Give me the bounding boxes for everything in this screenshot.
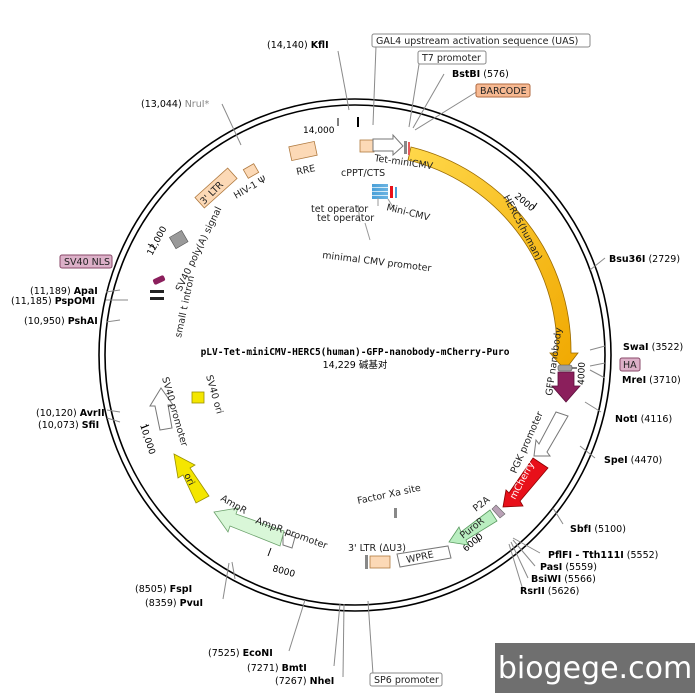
site-bsu36i: Bsu36I (2729) [609, 254, 680, 265]
site-pflfi: PflFI - Tth111I (5552) [548, 550, 658, 561]
label-tet-operator-2: tet operator [317, 213, 374, 224]
hiv1-psi-box [242, 163, 260, 179]
site-apai: (11,189) ApaI [30, 286, 98, 297]
site-noti: NotI (4116) [615, 414, 672, 425]
sp6-mark [365, 555, 368, 569]
site-pspomi: (11,185) PspOMI [11, 296, 95, 307]
label-ori: ori [181, 471, 196, 487]
tet-minicmv-arrow [372, 133, 404, 157]
site-swai: SwaI (3522) [623, 342, 683, 353]
gfp-nanobody-arrow [551, 371, 581, 403]
rre-box [288, 140, 318, 162]
svg-text:SP6 promoter: SP6 promoter [374, 675, 439, 686]
svg-text:HA: HA [623, 360, 637, 371]
sv40-polya-box [169, 230, 189, 250]
site-avrii: (10,120) AvrII [36, 408, 105, 419]
site-pvui: (8359) PvuI [145, 598, 203, 609]
sv40-ori-box [191, 391, 205, 404]
site-pshai: (10,950) PshAI [24, 316, 98, 327]
ha-tag-mark [557, 364, 573, 372]
ampr-promoter-arrow [282, 531, 296, 549]
site-rsrii: RsrII (5626) [520, 586, 579, 597]
site-mrei: MreI (3710) [622, 375, 681, 386]
site-spei: SpeI (4470) [604, 455, 662, 466]
box-ha: HA [619, 357, 641, 372]
svg-text:GAL4 upstream activation seque: GAL4 upstream activation sequence (UAS) [376, 36, 578, 47]
label-sv40-polya: SV40 poly(A) signal [174, 205, 225, 293]
wpre-arrow [396, 545, 452, 568]
site-sbfi: SbfI (5100) [570, 524, 626, 535]
tick-label-10000: 10,000 [137, 423, 156, 456]
mincmv-leader [364, 222, 371, 241]
site-kfli: (14,140) KflI [267, 40, 329, 51]
plasmid-size: 14,229 碱基对 [323, 359, 388, 371]
ampr-arrow [213, 507, 285, 547]
label-tet-operator-1: tet operator [311, 204, 368, 215]
tet-operator-stack [372, 184, 388, 199]
pgk-promoter-arrow [533, 411, 569, 457]
mini-cmv-mark [390, 186, 393, 198]
svg-text:BARCODE: BARCODE [480, 86, 527, 97]
site-pasi: PasI (5559) [540, 562, 597, 573]
ltr-3-box [194, 167, 238, 209]
watermark-bg [495, 643, 695, 693]
tick-label-12000: 12,000 [146, 225, 170, 258]
label-rre: RRE [295, 163, 316, 178]
site-bmti: (7271) BmtI [247, 663, 307, 674]
box-barcode: BARCODE [475, 83, 531, 98]
site-fspi: (8505) FspI [135, 584, 192, 595]
label-mini-cmv: Mini-CMV [385, 202, 431, 224]
box-sp6-promoter: SP6 promoter [369, 672, 443, 687]
label-sv40-ori: SV40 ori [203, 374, 225, 415]
ltr-du3-box [369, 555, 391, 569]
sv40-promoter-arrow [149, 387, 174, 431]
barcode-mark [408, 142, 410, 155]
mcherry-arrow [502, 457, 549, 508]
tick-label-4000: 4000 [577, 362, 588, 386]
svg-text:T7 promoter: T7 promoter [421, 53, 481, 64]
site-leaders [105, 45, 606, 678]
box-sv40-nls: SV40 NLS [59, 254, 113, 269]
uas-mark [404, 141, 407, 154]
tick-label-8000: 8000 [271, 564, 296, 580]
watermark-text: biogege.com [498, 651, 692, 686]
svg-text:SV40 NLS: SV40 NLS [64, 257, 110, 268]
puror-arrow [448, 509, 498, 546]
box-t7-promoter: T7 promoter [417, 50, 487, 65]
small-t-intron-mark-1 [150, 290, 164, 293]
plasmid-title: pLV-Tet-miniCMV-HERC5(human)-GFP-nanobod… [201, 347, 510, 358]
small-t-intron-mark-2 [150, 297, 164, 300]
label-hiv1-psi: HIV-1 Ψ [232, 174, 269, 201]
site-sfii: (10,073) SfiI [38, 420, 99, 431]
factor-xa-mark [394, 508, 397, 518]
site-econi: (7525) EcoNI [208, 648, 273, 659]
tet-op-leader-2 [357, 204, 361, 223]
label-cppt-cts: cPPT/CTS [341, 168, 385, 179]
label-minimal-cmv: minimal CMV promoter [322, 250, 432, 274]
label-factor-xa: Factor Xa site [356, 483, 422, 507]
backbone-inner [104, 104, 606, 606]
label-3-ltr-du3: 3' LTR (ΔU3) [348, 543, 406, 554]
sv40-nls-mark [152, 275, 166, 285]
site-nhei: (7267) NheI [275, 676, 334, 687]
mini-cmv-mark-2 [395, 187, 397, 198]
tick-label-14000: 14,000 [303, 126, 335, 136]
site-bstbi: BstBI (576) [452, 69, 509, 80]
cppt-cts-box [359, 139, 375, 153]
site-nrui: (13,044) NruI* [141, 99, 210, 110]
p2a-mark [491, 504, 506, 519]
site-bsiwi: BsiWI (5566) [531, 574, 596, 585]
minicmv-leader [387, 198, 397, 213]
backbone-outer [98, 98, 612, 612]
ori-arrow [173, 453, 210, 504]
box-uas: GAL4 upstream activation sequence (UAS) [371, 33, 591, 48]
